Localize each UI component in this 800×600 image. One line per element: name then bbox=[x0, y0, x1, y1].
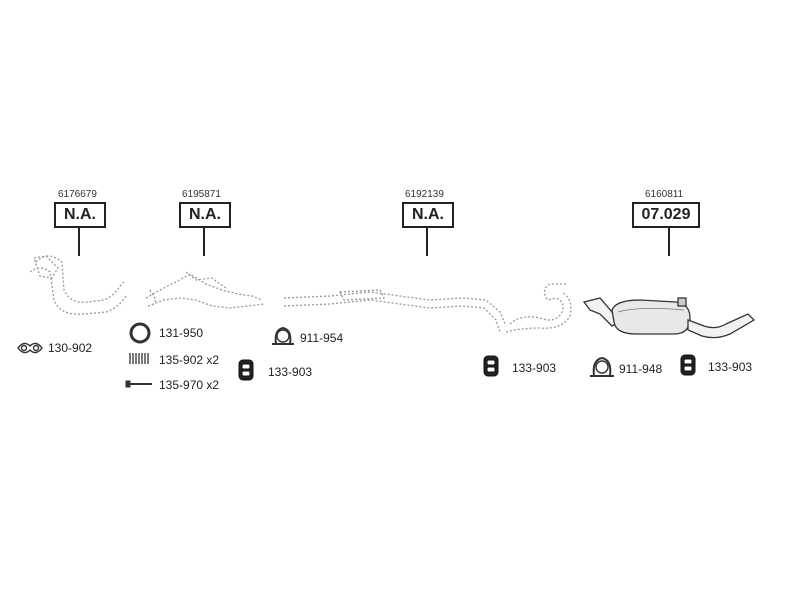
clamp-icon bbox=[590, 356, 614, 377]
connector-stem-1 bbox=[78, 228, 80, 256]
clamp-label-1[interactable]: 911-954 bbox=[300, 331, 344, 345]
rubber-mount-icon bbox=[238, 359, 254, 381]
connector-stem-3 bbox=[426, 228, 428, 256]
ring-icon bbox=[129, 322, 151, 344]
spring-icon bbox=[129, 353, 149, 364]
connector-stem-2 bbox=[203, 228, 205, 256]
part-number-1: 6176679 bbox=[58, 189, 97, 200]
mount-label-3[interactable]: 133-903 bbox=[708, 360, 753, 374]
ring-label[interactable]: 131-950 bbox=[159, 326, 204, 340]
price-box-4[interactable]: 07.029 bbox=[632, 202, 700, 228]
rubber-mount-icon bbox=[680, 354, 696, 376]
price-box-3[interactable]: N.A. bbox=[402, 202, 454, 228]
clamp-label-2[interactable]: 911-948 bbox=[619, 362, 663, 376]
spring-label[interactable]: 135-902 x2 bbox=[159, 353, 220, 367]
part-number-3: 6192139 bbox=[405, 189, 444, 200]
gasket-icon bbox=[17, 342, 43, 354]
rubber-mount-icon bbox=[483, 355, 499, 377]
middle-pipe-outline bbox=[283, 283, 572, 333]
rear-silencer bbox=[582, 297, 756, 339]
connector-stem-4 bbox=[668, 228, 670, 256]
bolt-label[interactable]: 135-970 x2 bbox=[159, 378, 220, 392]
mount-label-2[interactable]: 133-903 bbox=[512, 361, 557, 375]
price-box-1[interactable]: N.A. bbox=[54, 202, 106, 228]
catalyst-section-outline bbox=[145, 271, 265, 309]
mount-label-1[interactable]: 133-903 bbox=[268, 365, 313, 379]
part-number-4: 6160811 bbox=[645, 189, 684, 200]
gasket-label[interactable]: 130-902 bbox=[48, 341, 93, 355]
part-number-2: 6195871 bbox=[182, 189, 221, 200]
bolt-icon bbox=[125, 380, 152, 388]
clamp-icon bbox=[272, 326, 294, 345]
price-box-2[interactable]: N.A. bbox=[179, 202, 231, 228]
front-pipe-outline bbox=[29, 255, 127, 315]
